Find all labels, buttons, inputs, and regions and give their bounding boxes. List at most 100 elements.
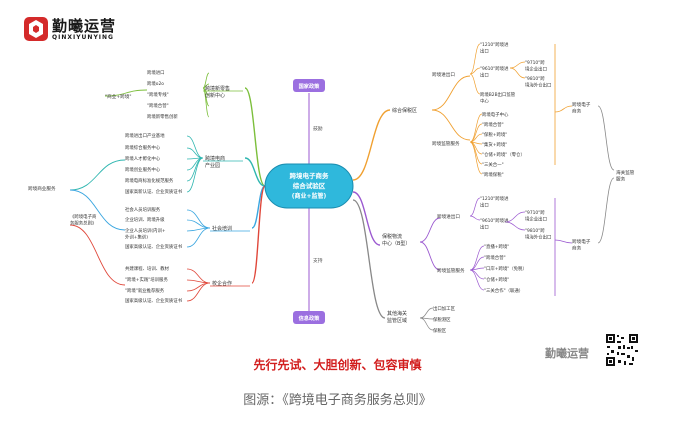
node-text: 社会培训 [212, 225, 232, 232]
zone-item: "三关合一" [482, 161, 504, 168]
node-text: 跨境进口 [147, 69, 165, 76]
connector-line [509, 67, 526, 79]
node-text: "9710"跨 [525, 209, 545, 216]
qr-code [605, 333, 639, 367]
connector-line [469, 43, 481, 75]
node-text: 保税区 [433, 327, 447, 334]
brand-logo [22, 15, 162, 47]
left-item: 跨境新零售创新 [147, 113, 178, 120]
connector-line [186, 157, 204, 171]
far-right-label: 跨境电子商务 [572, 101, 591, 115]
zone-item: "9610"跨境进出口 [480, 217, 509, 230]
node-text: 国家高级认证、企业资质证书 [125, 243, 183, 250]
connector-line [186, 268, 211, 284]
node-text: 境企业出口 [525, 215, 547, 222]
node-text: 跨境人才孵化中心 [125, 155, 161, 162]
node-text: "跨境专线" [147, 91, 169, 98]
connector-line [186, 279, 211, 284]
node-text: (商业+监管) [292, 192, 327, 200]
node-text: 中心（B型） [382, 240, 410, 247]
left-item: "跨境专线" [147, 91, 169, 98]
qr-code-icon [605, 333, 639, 367]
zone-item: 出口加工区 [433, 305, 456, 312]
left-item: 社会人员培训服务 [125, 206, 161, 213]
node-text: 跨境电子中心 [482, 111, 509, 118]
connector-line [186, 282, 211, 302]
left-item: 企业人员培训(内训+外训+集训) [125, 227, 166, 240]
zone-item: "跨境合营" [482, 121, 504, 128]
node-text: "1210"跨境进 [480, 195, 509, 202]
zone-item: "保税+跨境" [482, 131, 507, 138]
node-text: 企业培训、跨境升级 [125, 216, 165, 223]
left-root-2: 《跨境电子商务服务总则》 [70, 213, 97, 226]
node-text: "9610"跨境进 [480, 217, 509, 224]
node-text: 校企合作 [212, 280, 232, 287]
left-item: 跨境人才孵化中心 [125, 155, 161, 162]
zone-item: "仓储+跨境" [484, 276, 509, 283]
node-text: "商业+跨境" [105, 93, 131, 100]
connector-line [69, 189, 126, 231]
node-text: "跨境合营" [482, 121, 504, 128]
connector-line [469, 67, 481, 75]
node-text: "三关合作"（联通） [484, 287, 523, 294]
left-item: 企业培训、跨境升级 [125, 216, 165, 223]
node-text: "保税+跨境" [482, 131, 507, 138]
left-group-title: 校企合作 [212, 280, 232, 287]
node-text: "仓储+跨境" [484, 276, 509, 283]
brand-pinyin: QINXIYUNYING [52, 34, 114, 41]
node-text: 跨境创业服务中心 [125, 166, 161, 173]
node-text: 境企业出口 [525, 65, 547, 72]
connector-line [469, 215, 481, 221]
connector-line [69, 159, 126, 191]
connector-line [597, 177, 615, 244]
left-item: 国家高级认证、企业资质证书 [125, 243, 183, 250]
zone-sub-title: 跨境监管服务 [437, 267, 465, 274]
node-text: "直播+跨境" [484, 243, 509, 250]
node-text: 综合试验区 [293, 181, 326, 190]
center-note: (商业+监管) [292, 192, 327, 200]
connector-line [469, 269, 485, 291]
connector-line [419, 307, 434, 319]
connector-line [186, 157, 204, 193]
connector-line [186, 209, 211, 229]
node-text: "仓储+跨境"（零仓） [482, 151, 525, 158]
left-item: "跨境"就业推荐服务 [125, 287, 165, 294]
connector-line [202, 87, 210, 118]
far-right-label: 跨境电子商务 [572, 238, 591, 252]
node-text: 出口 [480, 201, 489, 208]
connector-line [554, 105, 573, 113]
center-title: 跨境电子商务 [290, 171, 330, 180]
connector-line [419, 241, 441, 271]
zone-item: "1210"跨境进出口 [480, 41, 509, 54]
node-text: 《跨境电子商 [70, 213, 97, 220]
node-text: 国家高级认证、企业资质证书 [125, 297, 183, 304]
zone-item: "集货+跨境" [482, 141, 507, 148]
zone-sub-title: 跨境进出口 [432, 71, 455, 78]
connector-line [244, 87, 266, 187]
connector-line [554, 239, 573, 244]
zone-item: 保税港区 [433, 316, 451, 323]
center-node [264, 163, 354, 209]
node-text: 外训+集训) [125, 233, 148, 240]
watermark-text: 勤曦运营 [545, 347, 589, 360]
node-text: 海关监管 [616, 169, 635, 176]
node-text: 创新中心 [205, 92, 225, 99]
connector-line [431, 75, 471, 111]
connector-line [186, 135, 204, 159]
node-text: 跨境o2o [147, 80, 164, 87]
node-text: 商务 [572, 108, 582, 115]
node-text: 鼓励 [313, 125, 323, 132]
left-item: 国家高新认证、企业资质证书 [125, 188, 183, 195]
node-text: 信息政策 [299, 314, 321, 322]
node-text: 保税物流 [382, 233, 402, 240]
figure-caption: 图源：《跨境电子商务服务总则》 [243, 393, 432, 408]
connector-line [69, 224, 126, 286]
node-text: 跨境进出口产业基地 [125, 132, 165, 139]
hub-info-policy-box [293, 311, 325, 324]
left-root: 跨境商业服务 [28, 185, 56, 192]
node-text: 支持 [313, 257, 323, 264]
